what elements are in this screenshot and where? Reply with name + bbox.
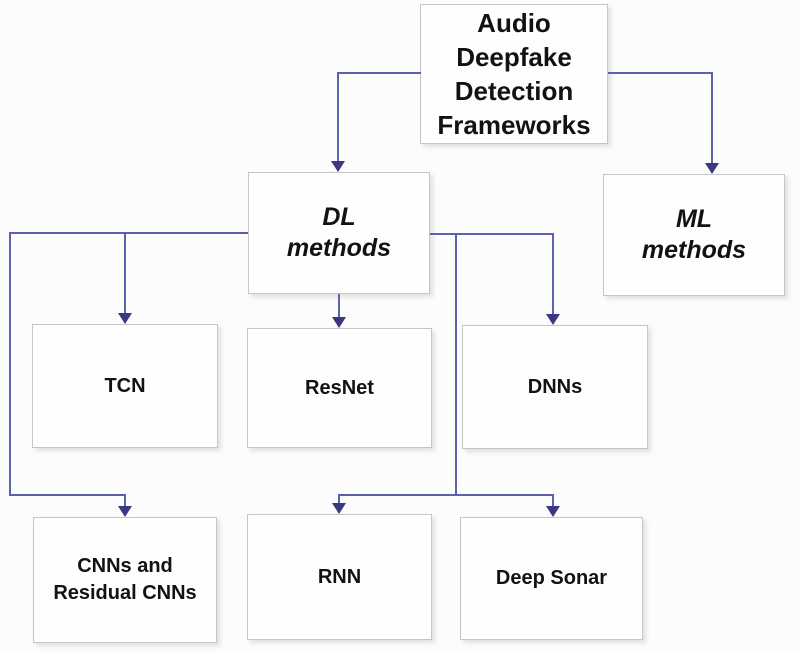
node-ml-line1: ML [675,205,713,233]
connector-dl-bottom-horizontal [338,494,554,496]
arrow-into-dl-icon [331,161,345,172]
connector-dl-left-horizontal [10,232,248,234]
node-dl-line1: DL [322,203,356,231]
node-cnns: CNNs and Residual CNNs [33,517,217,643]
node-root-label: Audio Deepfake Detection Frameworks [437,6,590,142]
node-cnns-line1: CNNs and [77,555,173,577]
connector-dl-bottom-long-vertical [455,233,457,496]
arrow-into-dnns-icon [546,314,560,325]
connector-dl-cnns-horizontal [9,494,126,496]
arrow-into-tcn-icon [118,313,132,324]
node-rnn: RNN [247,514,432,640]
connector-root-dl-vertical [337,72,339,161]
connector-dl-cnns-long-vertical [9,232,11,496]
arrow-into-cnns-icon [118,506,132,517]
connector-dl-dnns-vertical [552,233,554,314]
node-tcn-label: TCN [104,374,146,397]
node-root-line2: Deepfake [456,42,572,72]
node-ml-methods-label: ML methods [642,204,746,266]
node-deep-sonar: Deep Sonar [460,517,643,640]
connector-dl-right-horizontal [430,233,554,235]
connector-dl-cnns-vertical [124,494,126,506]
connector-dl-resnet-vertical [338,294,340,317]
arrow-into-deep-sonar-icon [546,506,560,517]
connector-dl-tcn-vertical [124,232,126,313]
arrow-into-ml-icon [705,163,719,174]
node-ml-methods: ML methods [603,174,785,296]
node-root-line1: Audio [477,8,551,38]
connector-root-dl-horizontal [338,72,421,74]
node-rnn-label: RNN [317,565,362,588]
node-dnns-label: DNNs [527,375,583,398]
arrow-into-rnn-icon [332,503,346,514]
node-root-line3: Detection [454,76,574,106]
node-root: Audio Deepfake Detection Frameworks [420,4,608,144]
node-dl-methods-label: DL methods [287,202,391,264]
connector-root-ml-vertical [711,72,713,163]
node-tcn: TCN [32,324,218,448]
node-cnns-line2: Residual CNNs [53,582,197,604]
node-dl-methods: DL methods [248,172,430,294]
node-resnet: ResNet [247,328,432,448]
node-deep-sonar-label: Deep Sonar [495,567,608,589]
connector-dl-rnn-vertical [338,494,340,503]
arrow-into-resnet-icon [332,317,346,328]
node-ml-line2: methods [641,236,747,264]
node-dl-line2: methods [286,234,392,262]
node-dnns: DNNs [462,325,648,449]
connector-root-ml-horizontal [608,72,713,74]
node-root-line4: Frameworks [437,110,591,140]
connector-dl-deepsonar-vertical [552,494,554,506]
node-resnet-label: ResNet [305,376,374,399]
node-cnns-label: CNNs and Residual CNNs [53,553,196,607]
